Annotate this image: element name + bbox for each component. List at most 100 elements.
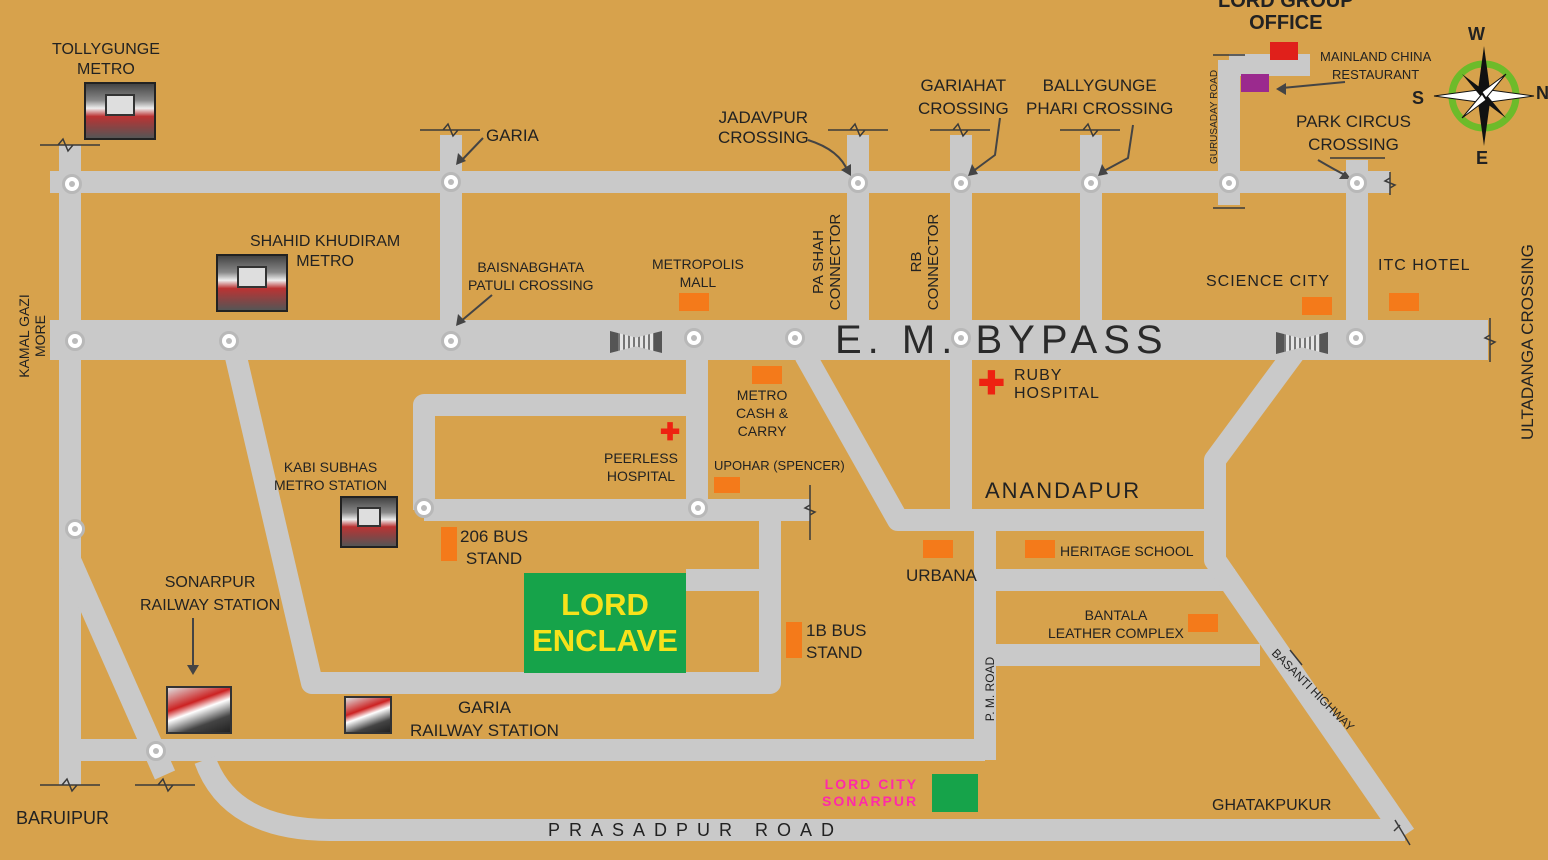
basanti-highway xyxy=(1204,338,1415,842)
intersection-node xyxy=(62,174,82,194)
intersection-node xyxy=(65,519,85,539)
metro-cc-line2: CASH & xyxy=(736,405,789,421)
prasadpur-road xyxy=(194,755,1405,841)
park-circus-line1: PARK CIRCUS xyxy=(1296,112,1411,131)
itc-hotel-label: ITC HOTEL xyxy=(1378,257,1471,274)
metro-cash-carry-marker xyxy=(752,366,782,384)
compass-south: S xyxy=(1412,88,1425,108)
ballygunge-line2: PHARI CROSSING xyxy=(1026,99,1174,118)
compass-icon xyxy=(1433,46,1535,146)
arrow-jadavpur xyxy=(807,139,849,173)
intersection-node xyxy=(65,331,85,351)
compass-rose: W S N E xyxy=(1412,24,1548,173)
park-circus-label: PARK CIRCUS CROSSING xyxy=(1296,110,1411,156)
metro-cash-carry-label: METRO CASH & CARRY xyxy=(736,386,788,440)
sonarpur-line1: SONARPUR xyxy=(164,574,256,591)
garia-rs-line1: GARIA xyxy=(458,698,511,717)
intersection-node xyxy=(951,173,971,193)
jadavpur-crossing-label: JADAVPUR CROSSING xyxy=(718,108,809,148)
gurusaday-road-label: GURUSADAY ROAD xyxy=(1209,69,1220,165)
peerless-line2: HOSPITAL xyxy=(606,468,676,484)
metro-cc-line1: METRO xyxy=(736,387,788,403)
ruby-line2: HOSPITAL xyxy=(1014,385,1100,402)
lord-city-line2: SONARPUR xyxy=(822,793,919,809)
intersection-node xyxy=(219,331,239,351)
baisnabghata-line2: PATULI CROSSING xyxy=(468,277,594,293)
park-circus-line2: CROSSING xyxy=(1308,135,1399,154)
sonarpur-line2: RAILWAY STATION xyxy=(140,597,281,614)
rb-line1: RB xyxy=(908,251,925,273)
bantala-line1: BANTALA xyxy=(1084,607,1148,623)
gariahat-line2: CROSSING xyxy=(918,99,1009,118)
intersection-node xyxy=(688,498,708,518)
lord-city-marker xyxy=(932,774,978,812)
lord-group-office-label: LORD GROUP OFFICE xyxy=(1218,0,1354,34)
shahid-line2: METRO xyxy=(296,253,354,270)
intersection-node xyxy=(951,328,971,348)
flyover-icon xyxy=(1276,332,1328,354)
ruby-line1: RUBY xyxy=(1014,367,1063,384)
itc-hotel-marker xyxy=(1389,293,1419,311)
intersection-node xyxy=(414,498,434,518)
kabi-road xyxy=(221,337,781,694)
jadavpur-line2: CROSSING xyxy=(718,128,809,147)
tollygunge-line1: TOLLYGUNGE xyxy=(52,41,160,58)
baisnabghata-line1: BAISNABGHATA xyxy=(477,259,585,275)
science-city-label: SCIENCE CITY xyxy=(1206,273,1331,290)
intersection-node xyxy=(684,328,704,348)
intersection-node xyxy=(441,172,461,192)
ballygunge-line1: BALLYGUNGE xyxy=(1042,76,1157,95)
compass-north: N xyxy=(1536,83,1548,103)
lord-group-office-marker xyxy=(1270,42,1298,60)
bus-1b-label: 1B BUS STAND xyxy=(806,620,866,664)
bus1b-line1: 1B BUS xyxy=(806,621,867,640)
arrow-mainland xyxy=(1281,81,1346,89)
baisnabghata-label: BAISNABGHATA PATULI CROSSING xyxy=(468,258,594,294)
upohar-marker xyxy=(714,477,740,493)
intersection-node xyxy=(441,331,461,351)
kabi-line2: METRO STATION xyxy=(274,477,388,493)
intersection-node xyxy=(1347,173,1367,193)
intersection-node xyxy=(1219,173,1239,193)
lord-enclave-highlight: LORD ENCLAVE xyxy=(524,573,686,673)
garia-train-image xyxy=(344,696,392,734)
tollygunge-metro-image xyxy=(84,82,156,140)
arrow-baisnabghata xyxy=(459,294,493,323)
bus1b-line2: STAND xyxy=(806,643,863,662)
mainland-china-label: MAINLAND CHINA RESTAURANT xyxy=(1320,48,1431,84)
heritage-school-label: HERITAGE SCHOOL xyxy=(1060,543,1194,559)
tollygunge-line2: METRO xyxy=(77,61,135,78)
intersection-node xyxy=(146,741,166,761)
urbana-label: URBANA xyxy=(906,566,977,585)
bus206-line1: 206 BUS xyxy=(460,527,529,546)
bus-1b-marker xyxy=(786,622,802,658)
intersection-node xyxy=(848,173,868,193)
bus-206-marker xyxy=(441,527,457,561)
pm-road-label: P. M. ROAD xyxy=(983,656,997,722)
bantala-label: BANTALA LEATHER COMPLEX xyxy=(1048,606,1184,642)
em-bypass-label: E. M. BYPASS xyxy=(835,318,1169,362)
garia-label: GARIA xyxy=(486,126,539,145)
heritage-school-marker xyxy=(1025,540,1055,558)
pa-shah-line1: PA SHAH xyxy=(810,230,827,294)
sonarpur-train-image xyxy=(166,686,232,734)
office-line1: LORD GROUP xyxy=(1218,0,1354,12)
baruipur-label: BARUIPUR xyxy=(16,808,110,828)
peerless-line1: PEERLESS xyxy=(604,450,678,466)
kabi-line1: KABI SUBHAS xyxy=(283,459,378,475)
anandapur-label: ANANDAPUR xyxy=(985,478,1142,503)
kamal-gazi-label: KAMAL GAZI MORE xyxy=(16,286,48,386)
intersection-node xyxy=(785,328,805,348)
sonarpur-rs-label: SONARPUR RAILWAY STATION xyxy=(140,571,280,617)
jadavpur-line1: JADAVPUR xyxy=(718,108,809,127)
gariahat-line1: GARIAHAT xyxy=(920,76,1007,95)
mainland-line2: RESTAURANT xyxy=(1332,67,1420,82)
bus206-line2: STAND xyxy=(465,549,523,568)
metro-cc-line3: CARRY xyxy=(737,423,787,439)
prasadpur-road-label: PRASADPUR ROAD xyxy=(548,820,844,840)
arrow-ballygunge xyxy=(1101,124,1134,173)
pa-shah-connector-label: PA SHAH CONNECTOR xyxy=(810,207,844,317)
ghatakpukur-label: GHATAKPUKUR xyxy=(1212,797,1332,814)
metropolis-mall-label: METROPOLIS MALL xyxy=(652,255,744,291)
